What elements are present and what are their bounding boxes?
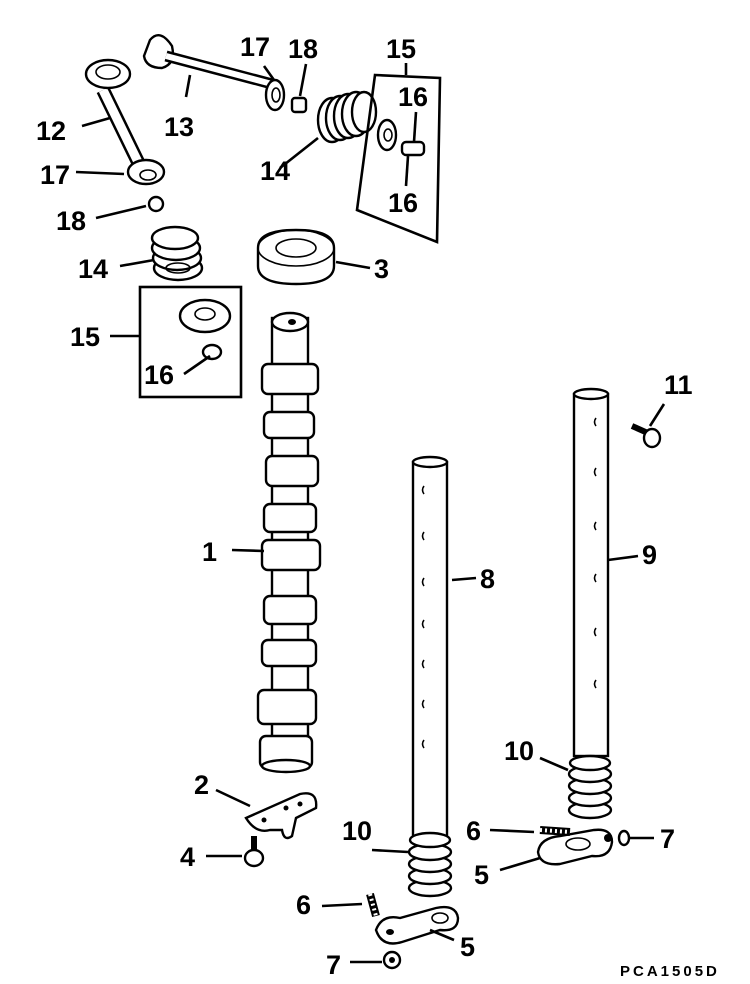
bracket-2 xyxy=(244,792,318,840)
callout-7-upper: 7 xyxy=(660,824,675,854)
rocker-shaft-8 xyxy=(411,455,449,842)
callout-14-upper: 14 xyxy=(260,156,290,186)
callout-8: 8 xyxy=(480,564,495,594)
screw-4 xyxy=(243,836,265,868)
callout-1: 1 xyxy=(202,537,217,567)
callout-labels: 1 2 3 4 5 5 6 6 7 7 8 9 10 10 11 12 13 1… xyxy=(36,32,693,980)
callout-13: 13 xyxy=(164,112,194,142)
kit-box-15-upper xyxy=(355,73,442,244)
callout-4: 4 xyxy=(180,842,195,872)
pin-6-lower xyxy=(366,892,380,918)
callout-3: 3 xyxy=(374,254,389,284)
seal-3 xyxy=(256,228,336,286)
callout-15-left: 15 xyxy=(70,322,100,352)
callout-16-left: 16 xyxy=(144,360,174,390)
spring-10-right xyxy=(567,754,613,820)
valve-13 xyxy=(142,34,274,90)
kit-box-15-left xyxy=(138,285,243,399)
retainer-17-upper xyxy=(264,78,286,112)
callout-11: 11 xyxy=(664,370,693,400)
callout-10-upper: 10 xyxy=(504,736,534,766)
callout-17-left: 17 xyxy=(40,160,70,190)
callout-16-upper-bottom: 16 xyxy=(388,188,418,218)
callout-12: 12 xyxy=(36,116,66,146)
nut-7-upper xyxy=(617,829,631,847)
rocker-arm-5-lower xyxy=(374,905,460,945)
nut-7-lower xyxy=(382,950,402,970)
camshaft-1 xyxy=(256,311,322,774)
callout-9: 9 xyxy=(642,540,657,570)
callout-7-lower: 7 xyxy=(326,950,341,980)
valve-12 xyxy=(84,58,145,166)
pin-6-upper xyxy=(539,826,571,836)
bolt-11 xyxy=(630,423,662,449)
callout-10-lower: 10 xyxy=(342,816,372,846)
callout-6-upper: 6 xyxy=(466,816,481,846)
figure-code: PCA1505D xyxy=(620,963,720,980)
rocker-arm-5-upper xyxy=(536,828,614,866)
callout-17-upper: 17 xyxy=(240,32,270,62)
callout-15-upper: 15 xyxy=(386,34,416,64)
spring-14-upper xyxy=(316,90,378,144)
callout-16-upper-top: 16 xyxy=(398,82,428,112)
keeper-18-left xyxy=(147,195,165,213)
rocker-shaft-9 xyxy=(572,387,610,758)
callout-18-upper: 18 xyxy=(288,34,318,64)
callout-2: 2 xyxy=(194,770,209,800)
retainer-17-left xyxy=(126,158,166,186)
callout-18-left: 18 xyxy=(56,206,86,236)
callout-5-lower: 5 xyxy=(460,932,475,962)
leader-lines xyxy=(75,63,666,964)
callout-6-lower: 6 xyxy=(296,890,311,920)
callout-5-upper: 5 xyxy=(474,860,489,890)
callout-14-lower: 14 xyxy=(78,254,108,284)
spring-10-left xyxy=(407,831,453,898)
keeper-18-upper xyxy=(290,96,308,114)
spring-14-left xyxy=(150,225,204,282)
